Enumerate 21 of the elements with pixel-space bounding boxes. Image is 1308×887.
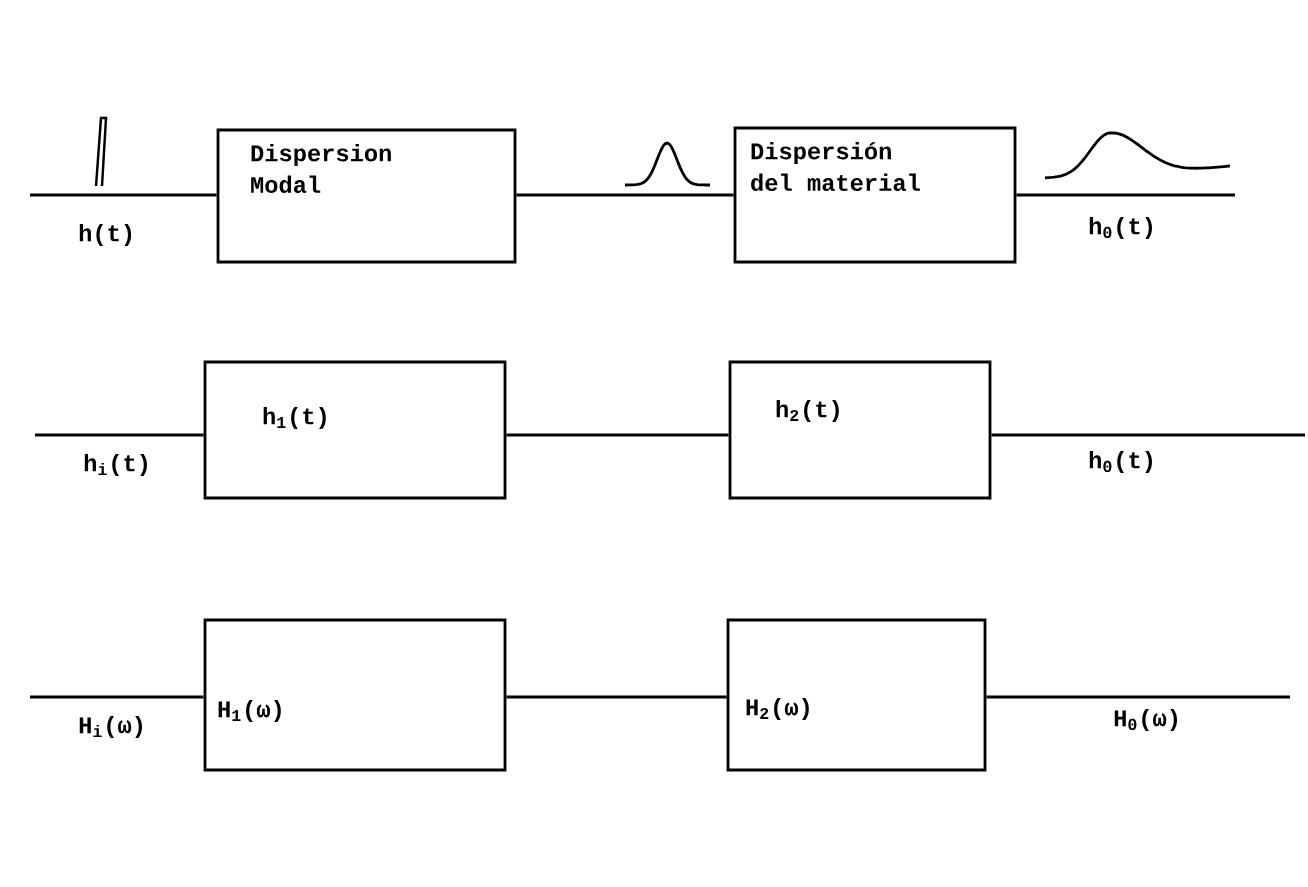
connector-line xyxy=(506,433,729,437)
process-box: h$_{1}$(t) xyxy=(203,360,507,500)
signal-label: H$_{0}$(ω) xyxy=(1114,708,1177,732)
connector-line xyxy=(1016,193,1235,197)
signal-label: h$_{0}$(t) xyxy=(1089,216,1152,240)
process-box: H$_{1}$(ω) xyxy=(203,618,507,772)
process-box: H$_{2}$(ω) xyxy=(726,618,987,772)
connector-line xyxy=(986,695,1290,699)
signal-label: h$_{i}$(t) xyxy=(84,453,147,477)
connector-line xyxy=(30,695,204,699)
signal-label: h(t) xyxy=(79,223,132,247)
connector-line xyxy=(30,193,217,197)
process-box: h$_{2}$(t) xyxy=(728,360,992,500)
process-box: Dispersion Modal xyxy=(216,128,517,264)
connector-line xyxy=(35,433,204,437)
connector-line xyxy=(506,695,727,699)
process-box: Dispersión del material xyxy=(733,126,1017,264)
signal-label: H$_{i}$(ω) xyxy=(79,715,142,739)
signal-label: h$_{0}$(t) xyxy=(1089,450,1152,474)
connector-line xyxy=(991,433,1305,437)
connector-line xyxy=(516,193,734,197)
